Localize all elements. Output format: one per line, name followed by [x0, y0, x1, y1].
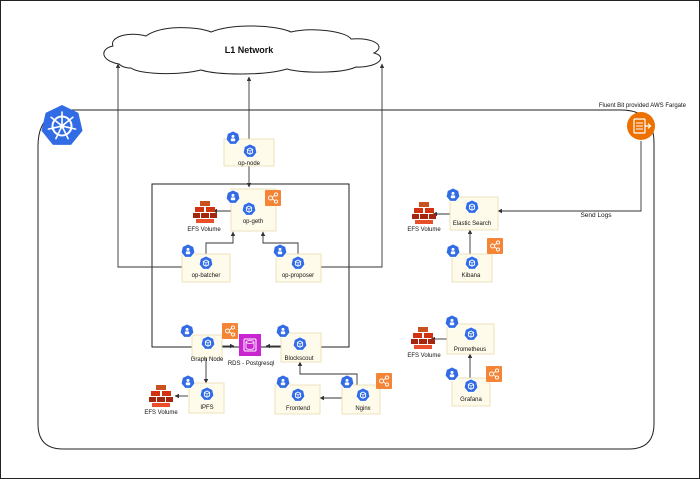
fluent-bit-fargate: Fluent Bit provided AWS Fargate: [599, 103, 687, 140]
svg-text:Frontend: Frontend: [286, 406, 310, 412]
svg-text:EFS Volume: EFS Volume: [407, 353, 441, 359]
op-geth-autoscaler-icon: [264, 189, 282, 207]
service-nginx: Nginx: [339, 372, 393, 415]
efs-volume-icon: [412, 202, 436, 224]
service-grafana: Grafana: [444, 365, 503, 407]
l1-network-cloud: [103, 25, 381, 75]
svg-text:op-node: op-node: [238, 161, 261, 167]
service-elastic-search: Elastic Search: [445, 187, 499, 231]
svg-text:EFS Volume: EFS Volume: [407, 227, 441, 233]
service-blockscout: Blockscout: [275, 323, 322, 363]
svg-text:Prometheus: Prometheus: [454, 347, 486, 353]
efs-volume-prometheus: EFS Volume: [407, 327, 441, 359]
svg-text:Grafana: Grafana: [460, 397, 482, 403]
efs-volume-ipfs: EFS Volume: [144, 385, 178, 416]
svg-text:Fluent Bit provided AWS Fargat: Fluent Bit provided AWS Fargate: [599, 103, 687, 109]
service-kibana: Kibana: [445, 237, 504, 283]
l1-network-label: L1 Network: [225, 45, 275, 55]
efs-volume-elastic: EFS Volume: [407, 202, 441, 233]
nginx-autoscaler-icon: [375, 372, 393, 390]
efs-volume-geth: EFS Volume: [187, 201, 221, 233]
svg-text:op-batcher: op-batcher: [192, 273, 221, 279]
send-logs-label: Send Logs: [580, 212, 612, 219]
service-op-geth: op-geth: [225, 188, 282, 232]
efs-volume-icon: [411, 327, 435, 349]
service-op-proposer: op-proposer: [272, 243, 322, 283]
svg-text:Nginx: Nginx: [355, 406, 370, 412]
service-graph-node: Graph Node: [179, 322, 239, 363]
svg-text:RDS - Postgresql: RDS - Postgresql: [228, 361, 274, 367]
grafana-autoscaler-icon: [485, 365, 503, 383]
svg-text:EFS Volume: EFS Volume: [144, 410, 178, 416]
svg-text:EFS Volume: EFS Volume: [187, 227, 221, 233]
efs-volume-icon: [193, 201, 217, 223]
service-ipfs: IPFS: [180, 374, 225, 414]
svg-text:op-geth: op-geth: [243, 219, 263, 225]
svg-text:IPFS: IPFS: [200, 405, 213, 411]
service-frontend: Frontend: [274, 374, 321, 415]
rds-database-icon: [239, 334, 261, 356]
svg-text:op-proposer: op-proposer: [282, 273, 314, 279]
kubernetes-logo-icon: [41, 105, 83, 145]
efs-volume-icon: [149, 385, 173, 407]
kibana-autoscaler-icon: [486, 237, 504, 255]
svg-text:Blockscout: Blockscout: [284, 356, 313, 362]
service-op-batcher: op-batcher: [180, 243, 231, 283]
svg-text:Elastic Search: Elastic Search: [453, 221, 491, 227]
graph-node-autoscaler-icon: [221, 322, 239, 340]
fluent-bit-icon: [627, 112, 655, 140]
service-prometheus: Prometheus: [444, 314, 495, 355]
svg-text:Graph Node: Graph Node: [191, 357, 224, 363]
rds-postgresql: RDS - Postgresql: [228, 334, 274, 367]
svg-text:Kibana: Kibana: [462, 273, 481, 279]
service-op-node: op-node: [223, 130, 275, 167]
